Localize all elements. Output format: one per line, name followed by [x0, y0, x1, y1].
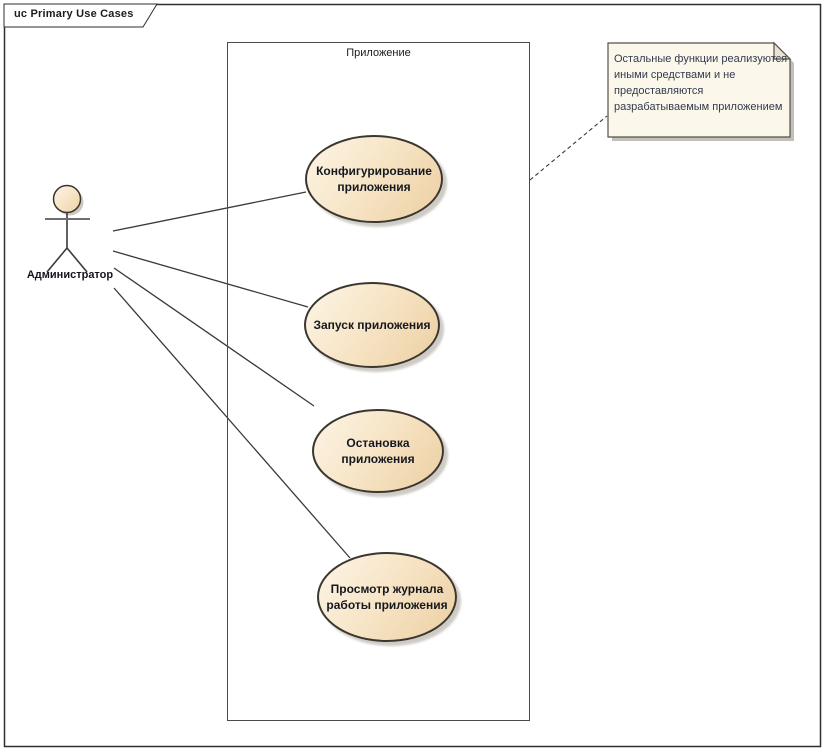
actor-administrator[interactable]	[45, 184, 90, 273]
association-admin-viewlog[interactable]	[113, 287, 351, 559]
note-text: Остальные функции реализуются иными сред…	[614, 53, 788, 113]
use-case-start-application[interactable]: Запуск приложения	[304, 282, 440, 368]
frame-title: uc Primary Use Cases	[14, 8, 134, 20]
note-shape[interactable]	[607, 41, 794, 141]
actor-leg-right	[66, 247, 88, 273]
use-case-label: Остановка приложения	[341, 435, 415, 466]
frame-border	[3, 3, 822, 748]
note-body	[607, 42, 791, 138]
frame-tab	[3, 3, 158, 28]
actor-leg-left	[46, 247, 68, 273]
system-boundary[interactable]	[227, 42, 530, 721]
use-case-configure-application[interactable]: Конфигурирование приложения	[305, 135, 443, 223]
note-fold-corner-icon	[773, 41, 792, 60]
use-case-stop-application[interactable]: Остановка приложения	[312, 409, 444, 493]
association-admin-stop[interactable]	[113, 267, 315, 407]
use-case-view-log[interactable]: Просмотр журнала работы приложения	[317, 552, 457, 642]
use-case-label: Запуск приложения	[313, 317, 431, 332]
use-case-label: Конфигурирование приложения	[316, 163, 432, 194]
actor-label: Администратор	[26, 269, 114, 281]
system-boundary-label: Приложение	[346, 47, 411, 59]
association-admin-start[interactable]	[112, 250, 309, 308]
actor-head	[52, 184, 82, 214]
note-link[interactable]	[529, 115, 608, 181]
association-admin-configure[interactable]	[112, 191, 307, 232]
use-case-label: Просмотр журнала работы приложения	[326, 581, 448, 612]
